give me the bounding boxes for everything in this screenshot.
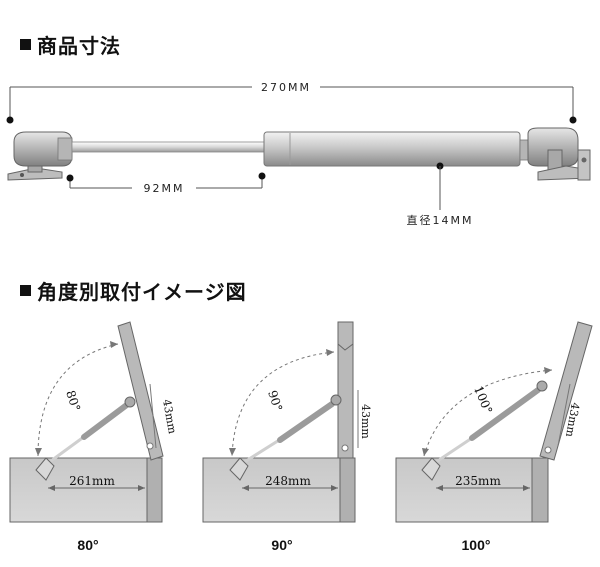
- hinge-distance-label: 43mm: [563, 401, 582, 438]
- installation-angle-heading: 角度別取付イメージ図: [20, 276, 247, 305]
- install-diagram-90: 90° 43mm 248mm: [202, 321, 372, 523]
- square-bullet-icon: [20, 285, 31, 296]
- arc-angle-label: 90°: [265, 389, 285, 414]
- total-length-label: 270MM: [261, 81, 311, 94]
- angle-caption-100: 100°: [461, 537, 491, 553]
- hinge-distance-label: 43mm: [160, 398, 179, 435]
- hinge-distance-label: 43mm: [359, 404, 372, 439]
- cylinder-body: [263, 131, 521, 170]
- gas-strut-drawing: 270MM: [6, 80, 591, 227]
- arc-angle-label: 100°: [471, 384, 495, 416]
- mount-length-label: 248mm: [265, 474, 311, 488]
- piston-rod: [71, 141, 265, 153]
- left-end-mount: [7, 131, 73, 181]
- stroke-length-label: 92MM: [144, 182, 185, 195]
- product-dimensions-title: 商品寸法: [37, 34, 121, 58]
- install-diagram-80: 80° 43mm 261mm: [9, 321, 179, 523]
- stroke-length-dimension: 92MM: [66, 172, 266, 195]
- product-dimensions-heading: 商品寸法: [20, 30, 121, 59]
- install-diagram-100: 100° 43mm 235mm: [395, 321, 593, 523]
- installation-angle-title: 角度別取付イメージ図: [37, 280, 247, 304]
- diameter-callout: 直径14MM: [407, 166, 474, 227]
- angle-caption-90: 90°: [271, 537, 293, 553]
- right-end-mount: [519, 127, 591, 181]
- total-length-dimension: 270MM: [6, 80, 577, 124]
- angle-caption-80: 80°: [77, 537, 99, 553]
- square-bullet-icon: [20, 39, 31, 50]
- mount-length-label: 235mm: [455, 474, 501, 488]
- diameter-label: 直径14MM: [407, 213, 474, 227]
- mount-length-label: 261mm: [69, 474, 115, 488]
- arc-angle-label: 80°: [63, 389, 83, 414]
